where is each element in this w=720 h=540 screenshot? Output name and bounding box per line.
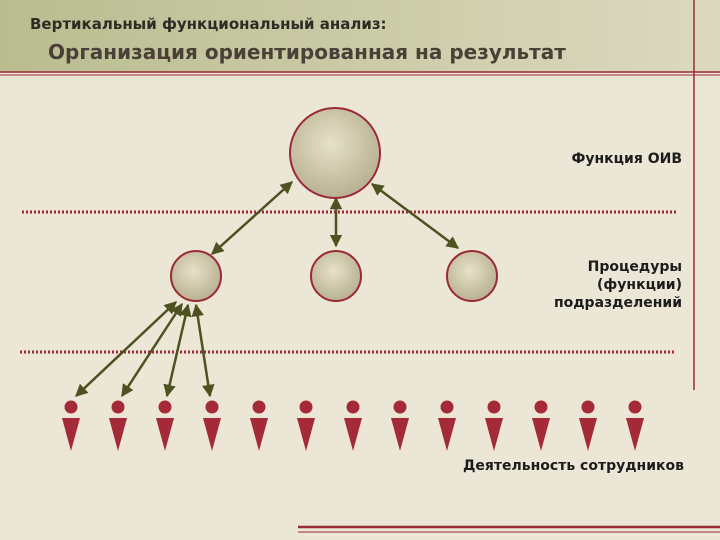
employee-head [440,400,454,414]
arrow-top-unit-3 [370,182,460,250]
employee-body [250,418,268,451]
employee-body [62,418,80,451]
employee-head [158,400,172,414]
label-procedures-line-2: (функции) [597,277,682,293]
employee-head [581,400,595,414]
unit-node-1 [170,250,222,302]
employee-body [109,418,127,451]
label-oiv-function: Функция ОИВ [571,151,682,167]
employee-figure [579,400,597,451]
employee-body [438,418,456,451]
arrow-unit-employee-2 [120,302,184,398]
label-employee-activity: Деятельность сотрудников [462,458,684,474]
employee-figure [156,400,174,451]
label-procedures-line-3: подразделений [553,295,682,311]
arrow-unit-employee-3 [163,303,192,398]
employee-figure [438,400,456,451]
employee-body [391,418,409,451]
employee-body [626,418,644,451]
employee-figure [297,400,315,451]
employee-figure [626,400,644,451]
employee-figure [203,400,221,451]
slide-subtitle: Вертикальный функциональный анализ: [30,15,387,33]
employee-head [64,400,78,414]
employee-head [346,400,360,414]
header-band [0,0,720,72]
arrow-top-unit-1 [211,181,293,255]
employee-body [203,418,221,451]
employee-head [393,400,407,414]
employee-row [62,400,644,451]
employee-figure [250,400,268,451]
employee-head [534,400,548,414]
unit-node-2 [310,250,362,302]
employee-head [299,400,313,414]
slide-title: Организация ориентированная на результат [48,40,566,64]
employee-figure [344,400,362,451]
employee-head [205,400,219,414]
unit-node-3 [446,250,498,302]
employee-figure [62,400,80,451]
employee-body [344,418,362,451]
employee-figure [485,400,503,451]
employee-head [487,400,501,414]
employee-body [485,418,503,451]
employee-body [579,418,597,451]
employee-head [252,400,266,414]
employee-body [297,418,315,451]
employee-body [156,418,174,451]
employee-figure [391,400,409,451]
arrow-unit-employee-4 [191,303,215,398]
label-procedures-line-1: Процедуры [587,259,682,275]
employee-body [532,418,550,451]
employee-head [111,400,125,414]
arrow-unit-employee-1 [75,301,177,397]
label-unit-procedures: Процедуры (функции) подразделений [482,258,682,312]
employee-figure [532,400,550,451]
employee-head [628,400,642,414]
employee-figure [109,400,127,451]
oiv-function-node [289,107,381,199]
